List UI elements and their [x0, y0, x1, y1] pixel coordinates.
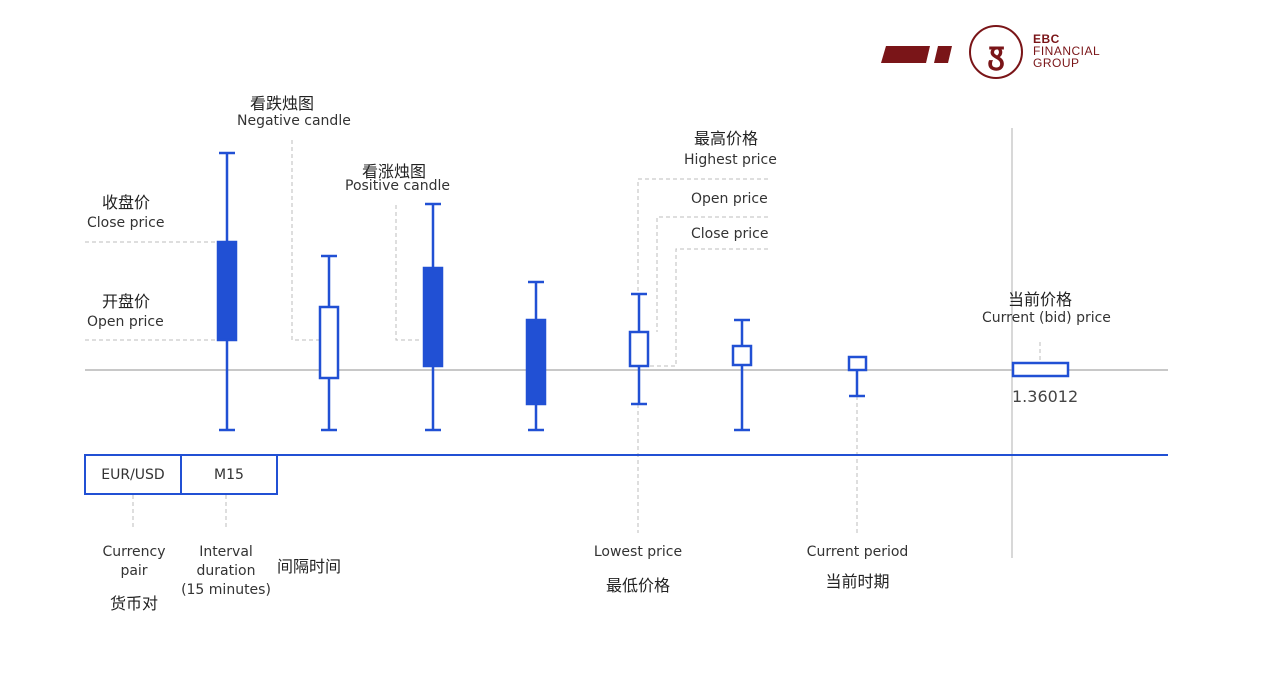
current-price-en: Current (bid) price	[982, 310, 1111, 326]
brand-line-3: GROUP	[1033, 56, 1080, 70]
open-price-right-en: Open price	[691, 191, 768, 207]
open-price-zh: 开盘价	[102, 292, 151, 311]
guide-close-price-right	[648, 248, 768, 367]
close-price-right-en: Close price	[691, 226, 769, 242]
currency-pair-zh: 货币对	[109, 594, 158, 613]
candle-7	[847, 355, 868, 398]
interval-zh: 间隔时间	[277, 557, 342, 576]
open-price-en: Open price	[87, 314, 164, 330]
current-period-en: Current period	[806, 544, 909, 560]
negative-candle-zh: 看跌烛图	[250, 94, 315, 113]
guide-positive-candle	[395, 205, 422, 341]
close-price-en: Close price	[87, 215, 165, 231]
currency-pair-en-2: pair	[120, 563, 148, 579]
positive-candle-zh: 看涨烛图	[362, 162, 427, 181]
svg-text:ꟑ: ꟑ	[987, 37, 1005, 71]
candle-2	[318, 254, 340, 432]
candle-5	[628, 292, 650, 406]
currency-pair-en-1: Currency	[102, 544, 166, 560]
brand-logo-text: EBC FINANCIAL GROUP	[1033, 33, 1100, 69]
logo-mark: ꟑ	[881, 25, 1023, 79]
candle-3	[422, 202, 444, 432]
negative-candle-en: Negative candle	[237, 113, 351, 129]
current-price-value: 1.36012	[1012, 387, 1079, 406]
current-price-marker	[1011, 361, 1070, 378]
pair-box	[84, 454, 182, 495]
candle-4	[525, 280, 547, 432]
interval-box-label: M15	[214, 467, 244, 483]
guide-open-price-right	[656, 216, 768, 332]
interval-en-2: duration	[196, 563, 256, 579]
candle-6	[731, 318, 753, 432]
lowest-price-zh: 最低价格	[605, 576, 670, 595]
lowest-price-en: Lowest price	[593, 544, 683, 560]
highest-price-en: Highest price	[684, 152, 777, 168]
brand-line-2: FINANCIAL	[1033, 44, 1101, 58]
positive-candle-en: Positive candle	[345, 178, 450, 194]
interval-en-3: (15 minutes)	[181, 582, 271, 598]
guide-negative-candle	[291, 140, 319, 341]
highest-price-zh: 最高价格	[694, 129, 759, 148]
interval-box	[180, 454, 278, 495]
brand-line-1: EBC	[1033, 32, 1060, 46]
interval-en-1: Interval	[199, 544, 253, 560]
guide-highest-price	[637, 178, 768, 294]
candle-1	[216, 151, 238, 432]
close-price-zh: 收盘价	[102, 193, 151, 212]
pair-box-label: EUR/USD	[101, 467, 165, 483]
current-price-zh: 当前价格	[1008, 290, 1073, 309]
current-period-zh: 当前时期	[825, 572, 890, 591]
